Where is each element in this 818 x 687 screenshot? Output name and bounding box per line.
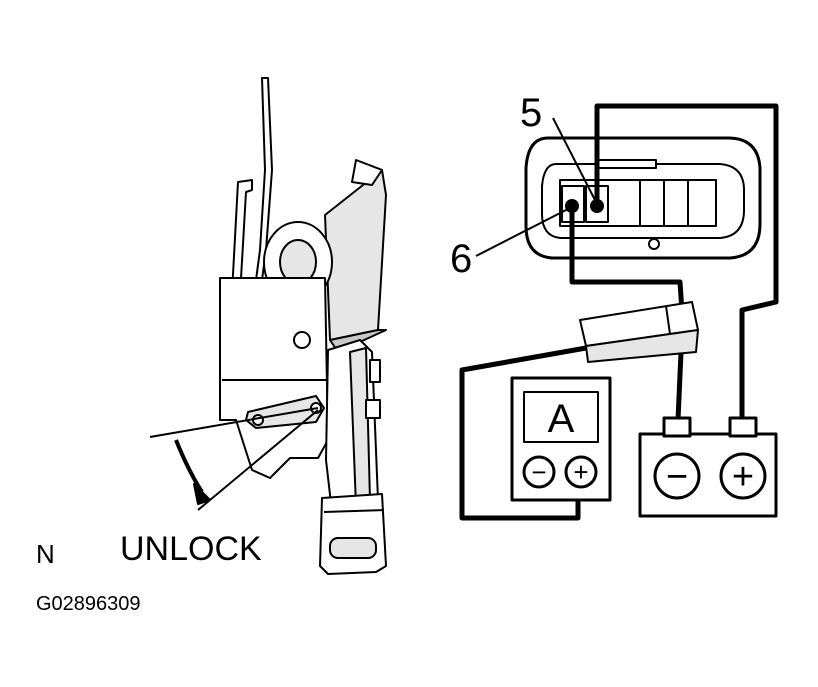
battery-minus-symbol: − — [666, 456, 688, 498]
unlock-label: UNLOCK — [120, 530, 262, 568]
lock-body — [219, 277, 329, 479]
terminal-6-leader — [475, 207, 571, 257]
ammeter-minus-terminal — [522, 455, 556, 489]
ammeter-symbol: A — [548, 397, 575, 441]
ammeter-plus-terminal — [564, 455, 598, 489]
battery-plus-terminal — [719, 452, 767, 500]
lock-connector-plug — [319, 493, 387, 575]
battery-minus-post — [662, 416, 692, 438]
figure-code-label: G02896309 — [36, 593, 141, 615]
position-mark-label: N — [36, 539, 55, 569]
terminal-6-label: 6 — [450, 237, 472, 281]
upper-housing — [324, 169, 387, 341]
test-wiring — [459, 103, 779, 521]
unlock-direction-arc — [174, 439, 204, 494]
test-circuit — [459, 103, 779, 521]
terminal-5-leader — [552, 117, 597, 203]
mounting-hole — [293, 331, 311, 349]
ammeter-plus-symbol: + — [573, 457, 588, 487]
ammeter-display — [523, 391, 599, 443]
door-lock-assembly — [149, 77, 387, 575]
neutral-reference-line — [149, 407, 319, 438]
battery-plus-post — [728, 416, 758, 438]
unlock-arrow-icon — [193, 483, 211, 505]
battery-minus-terminal — [653, 452, 701, 500]
terminal-5-label: 5 — [520, 91, 542, 135]
unlock-pointer-line — [197, 409, 319, 511]
connector-lock-hole — [648, 238, 660, 250]
battery-plus-symbol: + — [732, 456, 754, 498]
ammeter-minus-symbol: − — [531, 457, 546, 487]
